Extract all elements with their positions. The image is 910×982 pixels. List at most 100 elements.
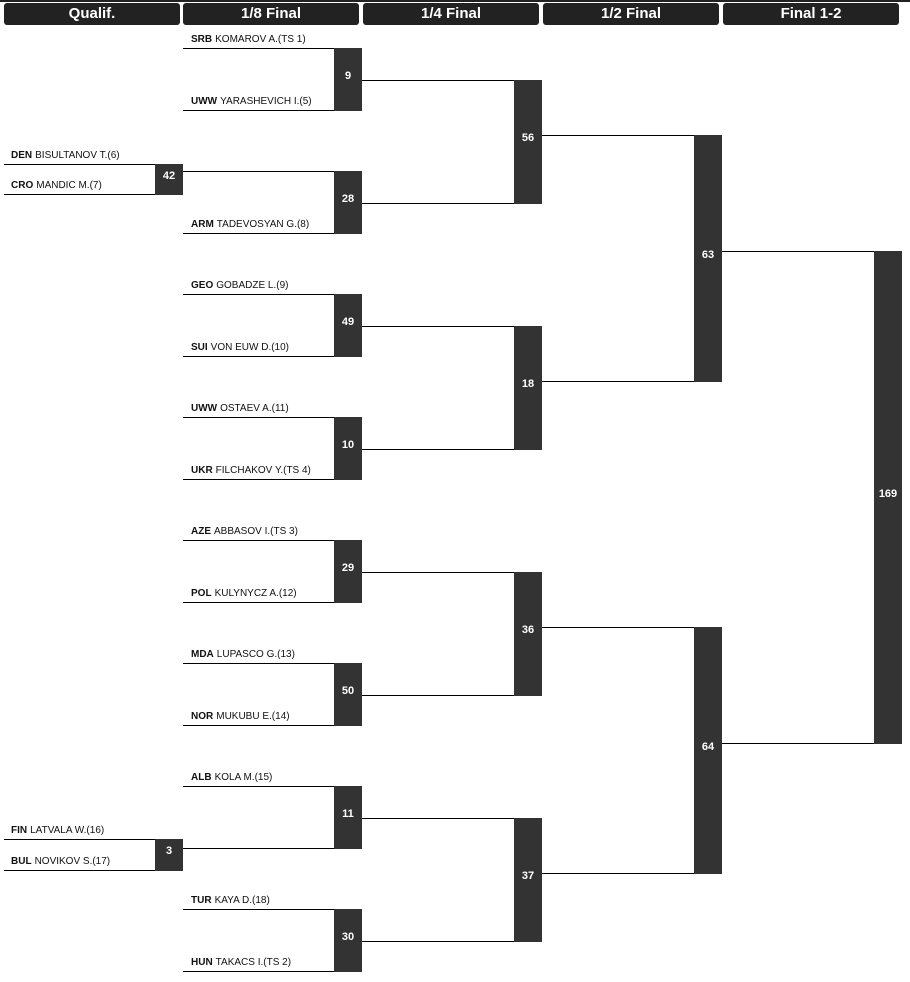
athlete-name: KULYNYCZ A.(12) (214, 588, 297, 599)
final-bout: 169 (874, 251, 902, 744)
connector-line (362, 326, 514, 327)
slot-line (183, 786, 334, 787)
bout-number: 30 (341, 930, 355, 943)
round16-bout: 49 (334, 294, 362, 357)
athlete-name: OSTAEV A.(11) (220, 403, 289, 414)
connector-line (542, 135, 694, 136)
slot-line (183, 971, 334, 972)
country-code: HUN (191, 957, 213, 968)
athlete-name: TADEVOSYAN G.(8) (216, 219, 310, 230)
athlete-name: MANDIC M.(7) (36, 180, 102, 191)
slot-line (183, 233, 334, 234)
connector-line (362, 203, 514, 204)
slot-line (183, 848, 334, 849)
quarter-final-bout: 37 (514, 818, 542, 942)
connector-line (362, 818, 514, 819)
bout-number: 36 (521, 624, 535, 636)
header-round-of-16: 1/8 Final (183, 3, 359, 25)
country-code: ALB (191, 772, 212, 783)
slot-line (4, 164, 155, 165)
slot-line (183, 540, 334, 541)
slot-line (183, 479, 334, 480)
bout-number: 50 (341, 684, 355, 697)
athlete-name: ABBASOV I.(TS 3) (214, 526, 298, 537)
country-code: NOR (191, 711, 214, 722)
quarter-final-bout: 36 (514, 572, 542, 696)
slot-line (183, 417, 334, 418)
athlete-name: GOBADZE L.(9) (216, 280, 289, 291)
round16-bout: 50 (334, 663, 362, 726)
connector-line (183, 848, 184, 849)
bout-number: 63 (701, 248, 715, 261)
connector-line (362, 572, 514, 573)
athlete-name: LATVALA W.(16) (30, 825, 105, 836)
bout-number: 10 (341, 438, 355, 451)
semi-final-bout: 63 (694, 135, 722, 382)
quarter-final-bout: 18 (514, 326, 542, 450)
slot-line (183, 663, 334, 664)
connector-line (542, 873, 694, 874)
country-code: FIN (11, 825, 28, 836)
round16-bout: 28 (334, 171, 362, 234)
country-code: UKR (191, 465, 213, 476)
country-code: AZE (191, 526, 211, 537)
country-code: SUI (191, 342, 208, 353)
bout-number: 3 (165, 845, 173, 857)
bout-number: 37 (521, 870, 535, 882)
slot-line (4, 839, 155, 840)
header-qualif: Qualif. (4, 3, 180, 25)
round16-bout: 30 (334, 909, 362, 972)
slot-line (4, 870, 155, 871)
athlete-name: MUKUBU E.(14) (216, 711, 290, 722)
country-code: POL (191, 588, 212, 599)
bout-number: 9 (344, 69, 352, 82)
country-code: TUR (191, 895, 212, 906)
athlete-name: KOLA M.(15) (214, 772, 273, 783)
country-code: BUL (11, 856, 32, 867)
round16-bout: 10 (334, 417, 362, 480)
country-code: ARM (191, 219, 214, 230)
semi-final-bout: 64 (694, 627, 722, 874)
country-code: UWW (191, 96, 218, 107)
slot-line (183, 725, 334, 726)
connector-line (722, 251, 874, 252)
header-final: Final 1-2 (723, 3, 899, 25)
bout-number: 49 (341, 315, 355, 328)
connector-line (362, 695, 514, 696)
connector-line (183, 171, 184, 172)
bout-number: 11 (342, 807, 354, 820)
athlete-name: YARASHEVICH I.(5) (220, 96, 312, 107)
connector-line (542, 381, 694, 382)
connector-line (542, 627, 694, 628)
bout-number: 42 (162, 169, 176, 182)
athlete-name: FILCHAKOV Y.(TS 4) (215, 465, 311, 476)
athlete-name: KOMAROV A.(TS 1) (215, 34, 306, 45)
slot-line (4, 194, 155, 195)
athlete-name: KAYA D.(18) (214, 895, 270, 906)
connector-line (362, 941, 514, 942)
connector-line (722, 743, 874, 744)
country-code: MDA (191, 649, 214, 660)
bout-number: 29 (341, 561, 355, 574)
country-code: CRO (11, 180, 34, 191)
country-code: GEO (191, 280, 214, 291)
bout-number: 169 (878, 487, 898, 500)
country-code: DEN (11, 150, 33, 161)
connector-line (362, 80, 514, 81)
slot-line (183, 602, 334, 603)
round16-bout: 11 (334, 786, 362, 849)
header-quarter-final: 1/4 Final (363, 3, 539, 25)
